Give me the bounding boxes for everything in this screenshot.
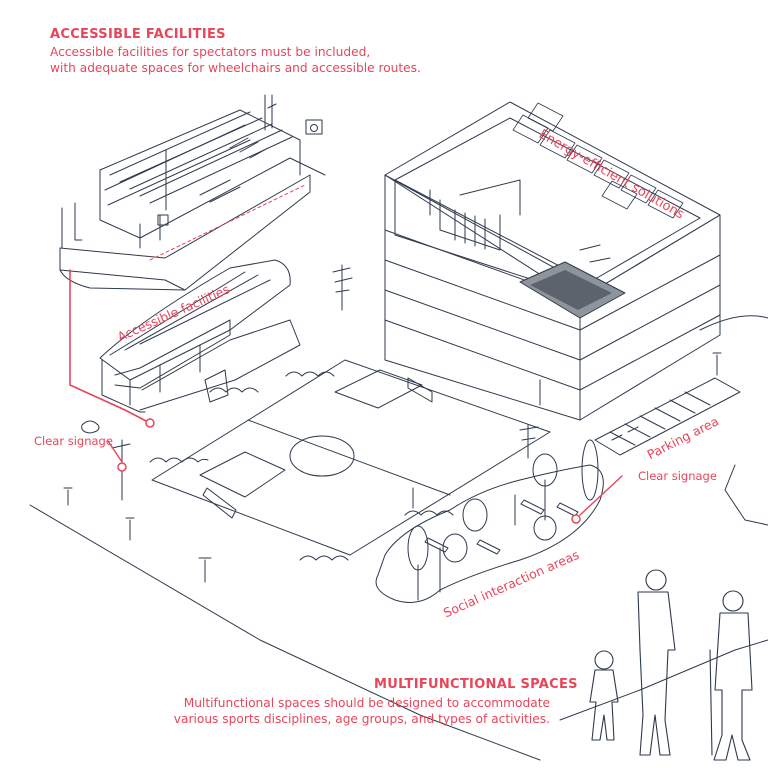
accessible-route-line bbox=[149, 184, 306, 261]
accessible-description: Accessible facilities for spectators mus… bbox=[50, 44, 421, 76]
accessible-line-1: Accessible facilities for spectators mus… bbox=[50, 45, 371, 59]
signpost-icon bbox=[63, 264, 722, 583]
person-icon bbox=[589, 569, 753, 761]
signage-leader-line bbox=[69, 269, 151, 424]
indoor-pool bbox=[519, 261, 626, 319]
label-clear-signage-right: Clear signage bbox=[638, 469, 717, 483]
multifunctional-line-2: various sports disciplines, age groups, … bbox=[173, 712, 550, 726]
parking-lot bbox=[594, 377, 741, 456]
sports-building bbox=[384, 101, 721, 421]
signage-marker bbox=[145, 418, 155, 428]
site-outline bbox=[29, 315, 768, 761]
bench-icon bbox=[424, 499, 579, 555]
wheelchair-icon bbox=[157, 119, 323, 226]
accessible-heading: ACCESSIBLE FACILITIES bbox=[50, 27, 226, 42]
label-clear-signage-left: Clear signage bbox=[34, 434, 113, 448]
signage-callout-line-right bbox=[579, 475, 623, 516]
shrubs bbox=[149, 371, 454, 561]
multifunctional-description: Multifunctional spaces should be designe… bbox=[174, 695, 550, 727]
solar-panel-icon bbox=[512, 102, 684, 219]
social-interaction-area bbox=[375, 439, 604, 603]
grandstand-building bbox=[59, 94, 326, 291]
multifunctional-line-1: Multifunctional spaces should be designe… bbox=[183, 696, 550, 710]
accessible-line-2: with adequate spaces for wheelchairs and… bbox=[50, 61, 421, 75]
covered-bleacher bbox=[99, 259, 301, 413]
signage-marker-left bbox=[117, 462, 127, 472]
soccer-field bbox=[151, 359, 551, 556]
signage-callout-line-left bbox=[107, 440, 123, 463]
multifunctional-heading: MULTIFUNCTIONAL SPACES bbox=[374, 677, 578, 692]
signage-marker-right bbox=[571, 514, 581, 524]
